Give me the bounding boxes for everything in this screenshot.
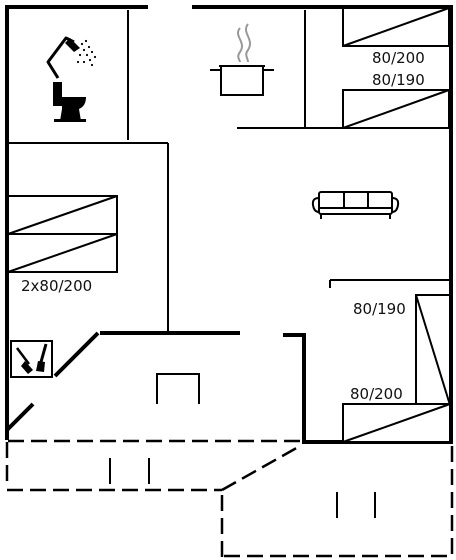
bed-label-vertical: 80/190 <box>353 300 406 318</box>
bed-bottom <box>342 403 451 443</box>
bed-vertical <box>415 294 451 406</box>
bed-top-2 <box>342 89 450 129</box>
bed-label-double: 2x80/200 <box>21 277 92 295</box>
left-diagonal-wall <box>5 402 35 432</box>
bed-label-top-2: 80/190 <box>372 71 425 89</box>
terrace <box>5 439 454 558</box>
sofa-icon <box>311 191 400 219</box>
toilet-icon <box>53 82 86 122</box>
bed-label-bottom: 80/200 <box>350 385 403 403</box>
double-bed <box>7 195 118 273</box>
bed-top-1 <box>342 7 450 47</box>
utility-diagonal-wall <box>53 331 100 378</box>
bed-label-top-1: 80/200 <box>372 49 425 67</box>
terrace-diagonal-line <box>221 444 301 492</box>
stove-outline <box>156 373 200 404</box>
cleaning-tools-icon <box>10 340 53 378</box>
shower-icon <box>46 36 97 79</box>
cooking-pot-icon <box>210 23 274 96</box>
